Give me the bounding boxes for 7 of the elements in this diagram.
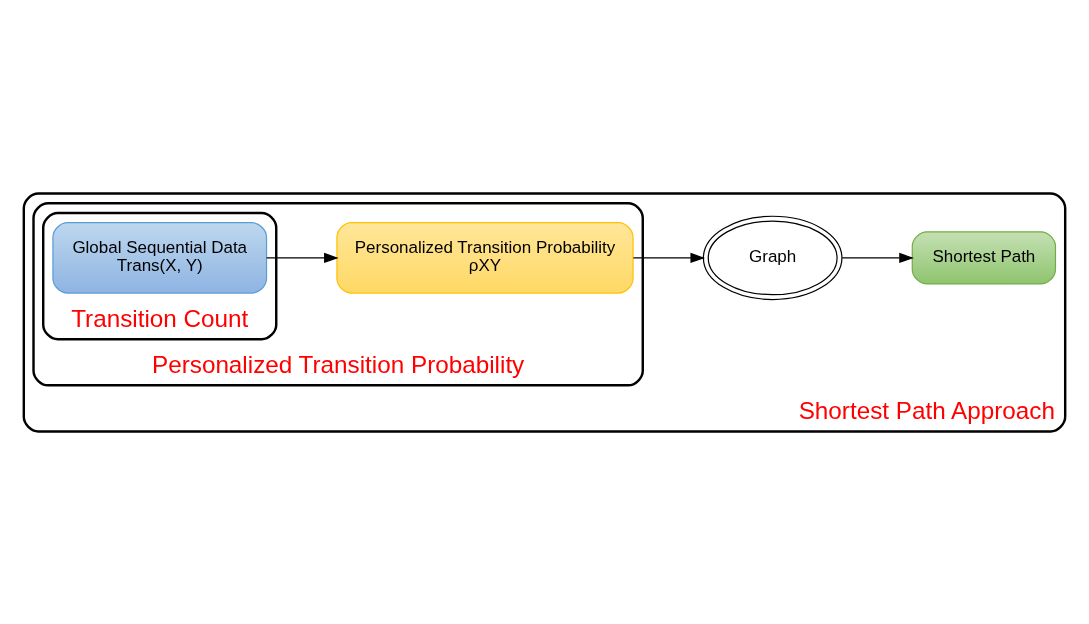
node-box: Personalized Transition Probability ρXY bbox=[336, 221, 634, 294]
arrow bbox=[632, 252, 705, 263]
node-ellipse: Graph bbox=[702, 215, 843, 300]
arrow bbox=[266, 252, 339, 263]
node-box: Global Sequential Data Trans(X, Y) bbox=[52, 221, 268, 294]
node-box: Shortest Path bbox=[911, 230, 1057, 285]
arrow bbox=[841, 252, 914, 263]
